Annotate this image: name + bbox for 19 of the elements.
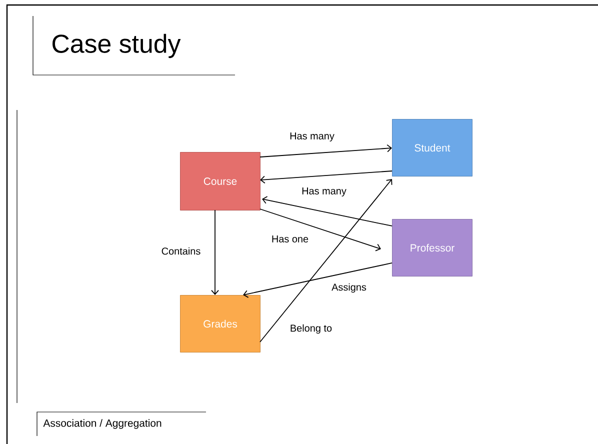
class-box: Professor [392,219,472,276]
arrow [243,262,392,298]
arrow [260,170,392,184]
edge-label: Has many [288,132,336,142]
class-box: Student [392,119,472,176]
arrow [260,179,392,342]
class-box: Grades [180,295,260,352]
edge-label: Has one [270,234,310,244]
arrow [262,196,392,226]
slide-title: Case study [52,34,181,58]
arrow [260,144,392,158]
edge-label: Assigns [330,282,368,294]
arrow [211,210,219,295]
arrow [260,208,381,252]
class-box: Course [180,152,260,210]
edge-label: Has many [300,186,348,198]
edge-label: Contains [160,246,202,256]
footer-text: Association / Aggregation [43,419,162,429]
edge-label: Belong to [288,323,334,335]
